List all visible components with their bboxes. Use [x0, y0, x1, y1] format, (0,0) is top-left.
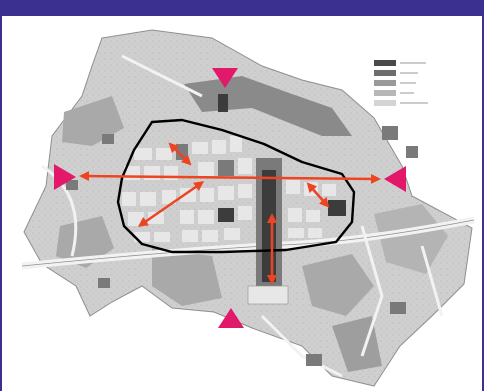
legend-swatch: [374, 70, 396, 76]
northern-field: [184, 76, 352, 136]
diagonal-axis-arrow: [137, 181, 205, 227]
legend-swatch: [374, 60, 396, 66]
road-network: [41, 54, 444, 378]
right-frame-rule: [482, 16, 484, 391]
west-access-marker: [54, 164, 76, 190]
legend-swatch: [374, 80, 396, 86]
master-plan-drawing: [21, 29, 475, 387]
city-center-boundary: [116, 118, 356, 254]
central-spine-core: [262, 170, 276, 282]
outlying-buildings: [66, 126, 418, 366]
east-west-axis-arrow: [79, 171, 381, 184]
plan-legend: [374, 60, 428, 106]
terrain-patch: [62, 96, 124, 146]
master-plan-image: [2, 16, 482, 391]
terrain-patch: [302, 254, 374, 316]
terrain-patch: [152, 248, 222, 306]
terrain-patch: [374, 204, 448, 274]
legend-swatch: [374, 100, 396, 106]
legend-swatch: [374, 90, 396, 96]
spine-lower-plaza: [247, 285, 289, 305]
northwest-axis-arrow: [168, 142, 192, 166]
title-bar: [0, 0, 484, 16]
highway-edge: [21, 219, 475, 267]
terrain-patch: [56, 216, 114, 268]
south-access-marker: [218, 308, 244, 328]
north-access-marker: [212, 68, 238, 88]
east-access-marker: [384, 166, 406, 192]
north-landmark: [218, 94, 228, 112]
left-frame-rule: [0, 16, 2, 391]
axis-arrows: [79, 142, 381, 285]
southeast-axis-arrow: [306, 182, 330, 208]
